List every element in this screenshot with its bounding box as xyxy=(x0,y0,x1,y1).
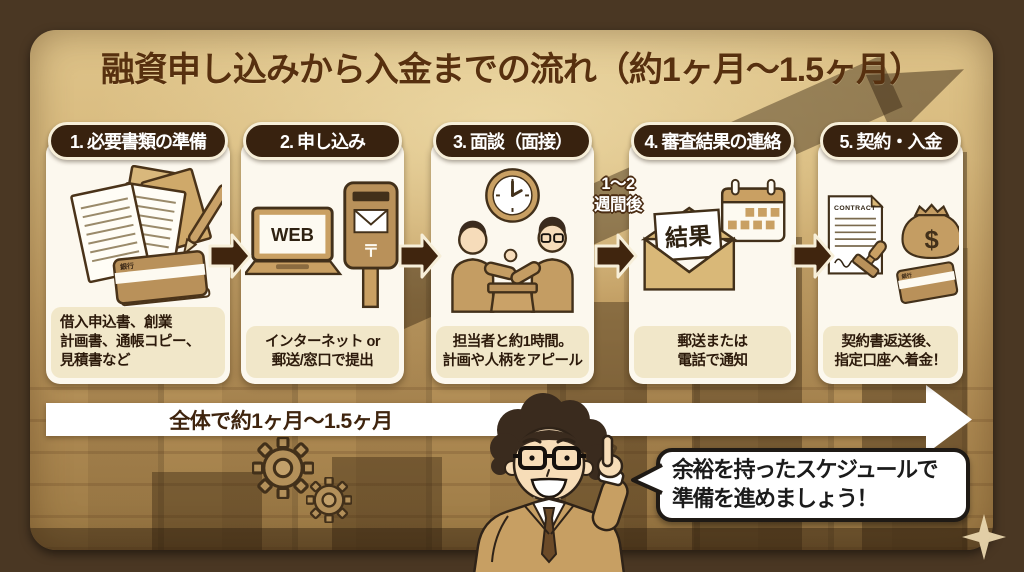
presenter-character xyxy=(448,384,638,572)
speech-bubble: 余裕を持ったスケジュールで 準備を進めましょう！ xyxy=(631,448,970,522)
step-header-4: 4. 審査結果の連絡 xyxy=(631,122,794,160)
gear-icon xyxy=(306,477,352,523)
step-card-4: 4. 審査結果の連絡 xyxy=(629,122,796,384)
step-header-1: 1. 必要書類の準備 xyxy=(48,122,228,160)
postbox-icon: 〒 xyxy=(343,181,399,309)
calendar-icon xyxy=(720,178,786,243)
documents-pen-bankbook-icon: 銀行 xyxy=(50,164,226,316)
speech-bubble-tail xyxy=(631,463,663,495)
tie xyxy=(540,507,558,564)
laptop-icon: WEB xyxy=(245,206,343,276)
page-title: 融資申し込みから入金までの流れ（約1ヶ月〜1.5ヶ月） xyxy=(100,51,923,89)
step-header-2: 2. 申し込み xyxy=(243,122,402,160)
svg-text:CONTRACT: CONTRACT xyxy=(834,205,876,212)
gear-icon xyxy=(252,437,314,499)
svg-text:銀行: 銀行 xyxy=(901,271,912,281)
mouth xyxy=(530,477,568,499)
stamp-icon xyxy=(851,240,887,278)
bankbook-icon: 銀行 xyxy=(896,261,959,304)
step-description-1: 借入申込書、創業 計画書、通帳コピー、 見積書など xyxy=(51,306,225,378)
svg-text:$: $ xyxy=(924,227,938,255)
money-bag-icon: $ xyxy=(901,203,959,260)
wait-note: 1〜2 週間後 xyxy=(594,175,643,214)
step-arrow-icon xyxy=(791,233,835,279)
result-envelope-calendar-icon: 結果 xyxy=(633,164,792,316)
svg-text:WEB: WEB xyxy=(271,224,314,245)
timeline-label: 全体で約1ヶ月〜1.5ヶ月 xyxy=(169,410,393,433)
person-right xyxy=(503,216,574,313)
table-icon xyxy=(487,282,538,313)
bg-bar-chart-bar xyxy=(152,472,262,550)
speech-bubble-text: 余裕を持ったスケジュールで 準備を進めましょう！ xyxy=(672,457,938,512)
step-arrow-icon xyxy=(208,233,252,279)
clock-icon xyxy=(485,168,540,223)
pointing-finger xyxy=(601,434,614,468)
svg-text:結果: 結果 xyxy=(664,222,713,251)
step-card-1: 1. 必要書類の準備 xyxy=(46,122,230,384)
step-description-4: 郵送または 電話で通知 xyxy=(634,325,791,378)
laptop-postbox-icon: WEB 〒 xyxy=(245,164,400,316)
svg-text:銀行: 銀行 xyxy=(120,261,135,271)
step-header-5: 5. 契約・入金 xyxy=(820,122,961,160)
pen-icon xyxy=(182,183,222,257)
timeline-arrow-shaft xyxy=(46,403,928,436)
step-header-3: 3. 面談（面接） xyxy=(433,122,592,160)
pointing-arm xyxy=(591,434,629,532)
bankbook-icon: 銀行 xyxy=(112,250,211,307)
step-card-5: 5. 契約・入金 CONTRACT $ xyxy=(818,122,963,384)
person-left xyxy=(451,220,526,313)
contract-stamp-moneybag-icon: CONTRACT $ 銀行 xyxy=(822,164,959,316)
step-card-2: 2. 申し込み WEB 〒 xyxy=(241,122,404,384)
step-description-2: インターネット or 郵送/窓口で提出 xyxy=(246,325,399,378)
step-description-3: 担当者と約1時間。 計画や人柄をアピール xyxy=(436,325,589,378)
result-envelope-icon: 結果 xyxy=(640,206,738,291)
glasses xyxy=(513,446,586,470)
clock-interview-icon xyxy=(435,164,590,316)
svg-text:〒: 〒 xyxy=(363,242,379,260)
step-arrow-icon xyxy=(594,233,638,279)
step-arrow-icon xyxy=(398,233,442,279)
step-card-3: 3. 面談（面接） xyxy=(431,122,594,384)
step-description-5: 契約書返送後、 指定口座へ着金！ xyxy=(823,325,958,378)
